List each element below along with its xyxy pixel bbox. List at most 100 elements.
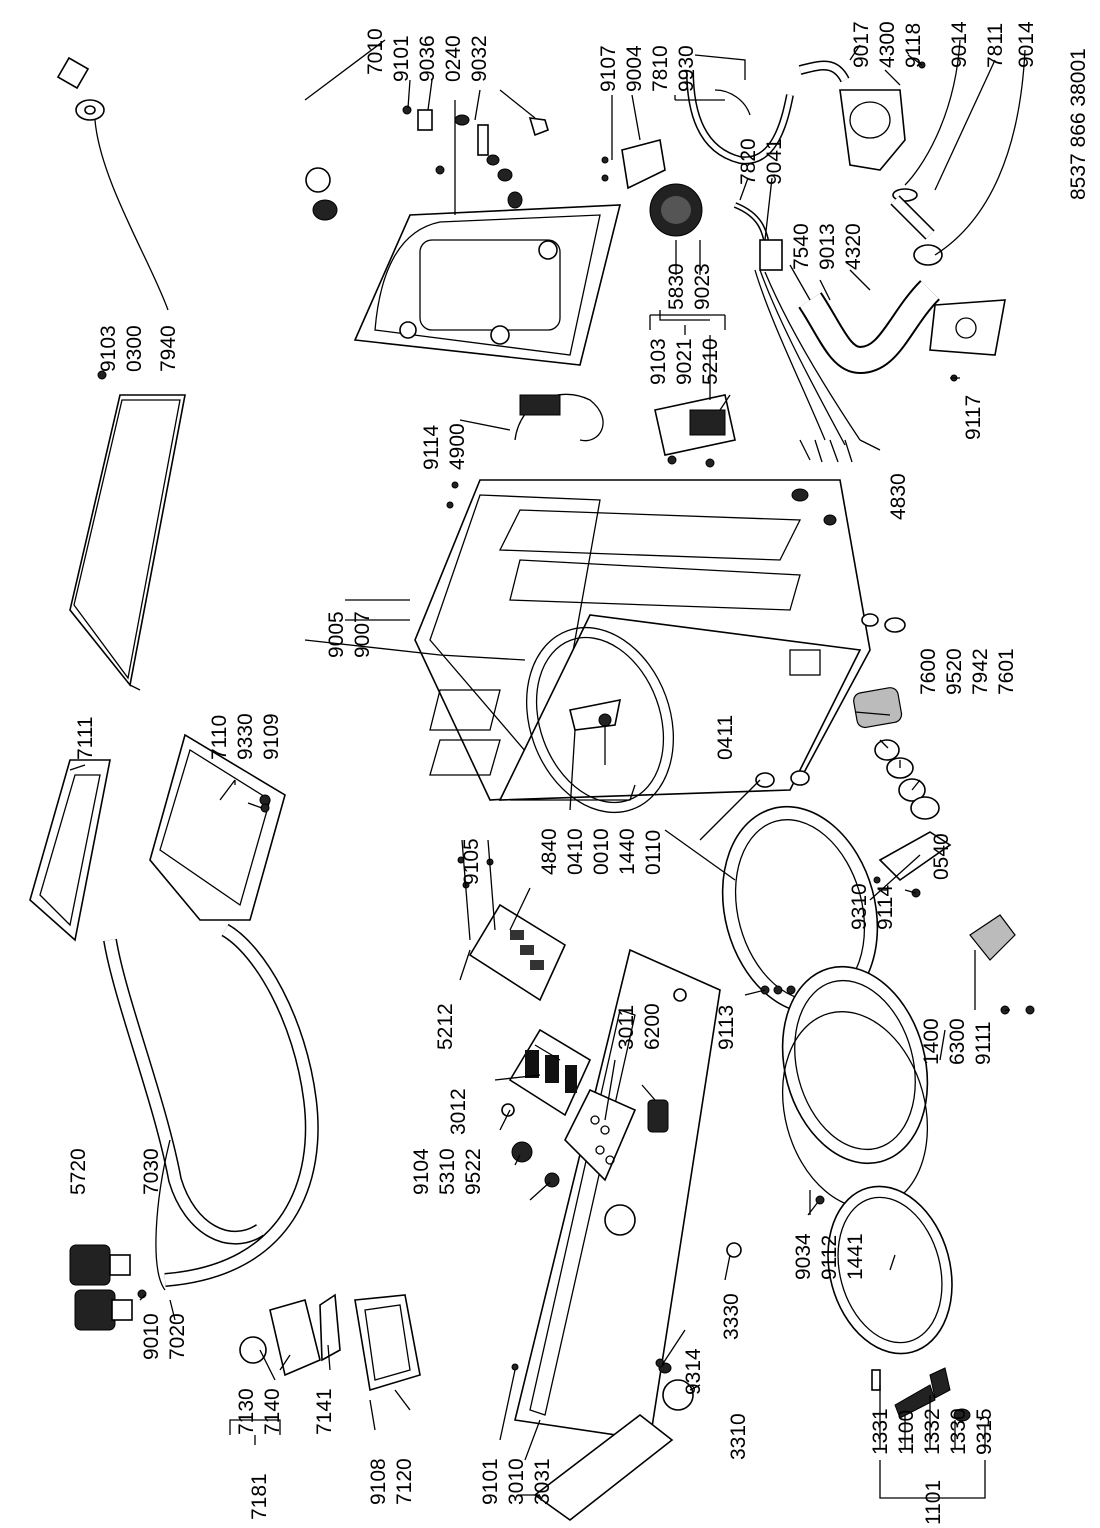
label-7130: 7130 — [235, 1388, 258, 1435]
label-7020: 7020 — [166, 1313, 189, 1360]
label-9005: 9005 — [325, 611, 348, 658]
part-hinge-6300 — [969, 914, 1016, 961]
part-hose-7811 — [890, 195, 935, 240]
label-9014-b: 9014 — [1015, 21, 1038, 68]
label-9034: 9034 — [792, 1233, 815, 1280]
label-9007: 9007 — [351, 611, 374, 658]
label-5830: 5830 — [665, 263, 688, 310]
label-9021: 9021 — [673, 338, 696, 385]
label-5210: 5210 — [699, 338, 722, 385]
label-7181: 7181 — [248, 1473, 271, 1520]
label-0411: 0411 — [714, 715, 737, 760]
part-board-3011 — [564, 1088, 637, 1182]
label-9013: 9013 — [816, 223, 839, 270]
part-fixings-9036-9032 — [417, 109, 549, 209]
label-4320: 4320 — [842, 223, 865, 270]
label-7942: 7942 — [969, 648, 992, 695]
label-9108: 9108 — [367, 1458, 390, 1505]
part-inlet-valve-5720 — [69, 1244, 133, 1331]
label-3310: 3310 — [727, 1413, 750, 1460]
label-7140: 7140 — [261, 1388, 284, 1435]
part-knob-3310 — [658, 1362, 694, 1411]
label-1441: 1441 — [844, 1233, 867, 1280]
label-4300: 4300 — [876, 21, 899, 68]
label-9107: 9107 — [597, 45, 620, 92]
label-9520: 9520 — [943, 648, 966, 695]
label-9103-a: 9103 — [97, 325, 120, 372]
label-7120: 7120 — [393, 1458, 416, 1505]
part-handle-group-1101 — [871, 1367, 990, 1426]
part-valve-group-7181 — [239, 1293, 421, 1392]
part-top-plate-0300 — [69, 394, 186, 691]
label-9101: 9101 — [390, 35, 413, 82]
label-1330: 1330 — [947, 1408, 970, 1455]
label-7010: 7010 — [364, 28, 387, 75]
label-9004: 9004 — [623, 45, 646, 92]
label-4830: 4830 — [887, 473, 910, 520]
label-9330: 9330 — [234, 713, 257, 760]
label-0010: 0010 — [590, 828, 613, 875]
label-3012: 3012 — [447, 1088, 470, 1135]
label-1331: 1331 — [869, 1408, 892, 1455]
label-7820: 7820 — [737, 138, 760, 185]
label-9023: 9023 — [691, 263, 714, 310]
label-5310: 5310 — [436, 1148, 459, 1195]
label-0240: 0240 — [442, 35, 465, 82]
label-9930: 9930 — [675, 45, 698, 92]
part-number-labels: 8537 866 38001 7010 9101 9036 0240 9032 … — [67, 21, 1090, 1525]
label-1440: 1440 — [616, 828, 639, 875]
part-drain-pump-4300 — [798, 60, 918, 202]
part-pressure-switch-5830 — [649, 183, 703, 237]
label-0410: 0410 — [564, 828, 587, 875]
label-3031: 3031 — [531, 1458, 554, 1505]
label-9310: 9310 — [848, 883, 871, 930]
part-drain-hose-7810 — [686, 69, 794, 165]
part-wiring-harness-4830 — [754, 269, 861, 463]
document-id: 8537 866 38001 — [1067, 48, 1090, 200]
part-cable-4900 — [514, 393, 604, 442]
label-9010: 9010 — [140, 1313, 163, 1360]
part-module-5210 — [654, 394, 736, 456]
label-3010: 3010 — [505, 1458, 528, 1505]
label-9315: 9315 — [973, 1408, 996, 1455]
label-9101-b: 9101 — [479, 1458, 502, 1505]
label-5720: 5720 — [67, 1148, 90, 1195]
label-9014-a: 9014 — [948, 21, 971, 68]
part-cover-3031 — [533, 1413, 674, 1521]
label-1100: 1100 — [895, 1410, 918, 1455]
label-7810: 7810 — [649, 45, 672, 92]
label-9114-b: 9114 — [874, 885, 897, 930]
label-9109: 9109 — [260, 713, 283, 760]
part-encoder-5310 — [501, 1103, 560, 1188]
label-0300: 0300 — [123, 325, 146, 372]
part-flap-0540 — [878, 831, 952, 882]
label-0110: 0110 — [642, 830, 665, 875]
part-cabinet-0010 — [414, 479, 906, 814]
label-1400: 1400 — [920, 1018, 943, 1065]
label-1332: 1332 — [921, 1408, 944, 1455]
label-9117: 9117 — [962, 395, 985, 440]
label-9118: 9118 — [902, 23, 925, 68]
label-7030: 7030 — [140, 1148, 163, 1195]
label-7601: 7601 — [995, 648, 1018, 695]
part-hose-7820 — [733, 202, 783, 271]
label-9036: 9036 — [416, 35, 439, 82]
part-sump-hose-4320 — [798, 244, 1006, 375]
part-dispenser-lid-7111 — [29, 759, 111, 942]
part-hoses-7030 — [103, 923, 319, 1287]
label-9032: 9032 — [468, 35, 491, 82]
label-6200: 6200 — [641, 1003, 664, 1050]
label-7111: 7111 — [74, 716, 97, 760]
label-3011: 3011 — [615, 1005, 638, 1050]
label-9103-b: 9103 — [647, 338, 670, 385]
label-9111: 9111 — [972, 1021, 995, 1065]
part-rear-panel-0240 — [353, 204, 622, 366]
label-7811: 7811 — [984, 23, 1007, 68]
label-6300: 6300 — [946, 1018, 969, 1065]
label-9105: 9105 — [460, 838, 483, 885]
label-9114-a: 9114 — [420, 425, 443, 470]
label-9104: 9104 — [410, 1148, 433, 1195]
part-filter-7600 — [853, 687, 940, 820]
label-7540: 7540 — [790, 223, 813, 270]
